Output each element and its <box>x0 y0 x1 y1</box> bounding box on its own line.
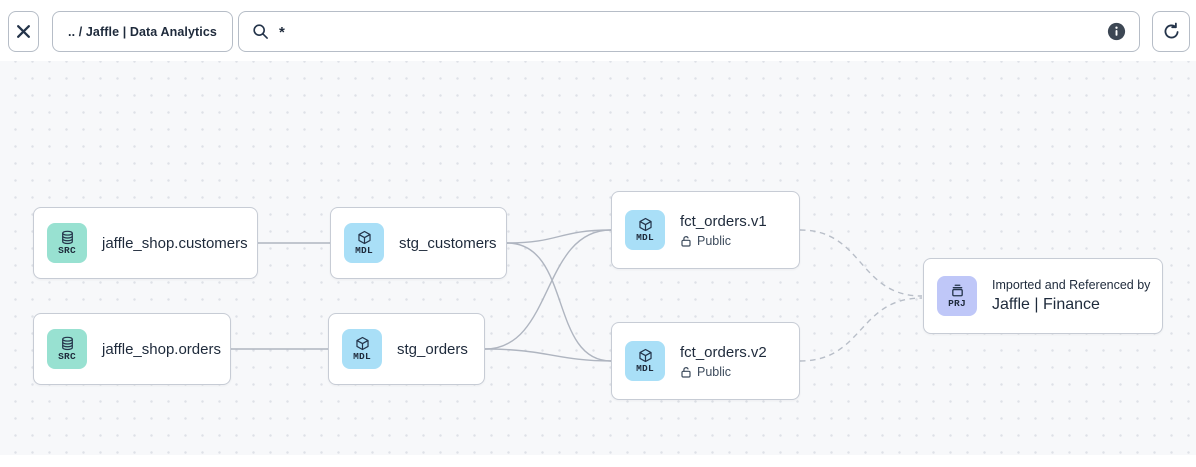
cube-icon <box>638 217 652 232</box>
lineage-canvas[interactable]: SRC jaffle_shop.customers SRC jaffle_sho… <box>0 61 1196 455</box>
badge-label: SRC <box>58 245 76 256</box>
edge-stg-customers-to-fct-v2 <box>506 242 612 362</box>
archive-icon <box>951 284 963 297</box>
badge-label: PRJ <box>948 298 966 309</box>
model-badge: MDL <box>342 329 382 369</box>
lineage-search-bar <box>238 11 1140 52</box>
search-input[interactable] <box>279 22 1097 41</box>
refresh-icon <box>1164 22 1178 39</box>
edge-fct-v2-to-project <box>799 297 923 362</box>
edge-stg-orders-to-fct-v2 <box>484 348 612 362</box>
close-icon <box>17 25 30 38</box>
node-source-jaffle-shop-customers[interactable]: SRC jaffle_shop.customers <box>33 207 258 279</box>
node-title: fct_orders.v2 <box>680 343 767 361</box>
edge-fct-v1-to-project <box>799 229 923 297</box>
node-model-fct-orders-v2[interactable]: MDL fct_orders.v2 Public <box>611 322 800 400</box>
source-badge: SRC <box>47 223 87 263</box>
node-model-stg-orders[interactable]: MDL stg_orders <box>328 313 485 385</box>
breadcrumb-label: .. / Jaffle | Data Analytics <box>68 24 217 39</box>
cube-icon <box>638 348 652 363</box>
node-subtitle: Imported and Referenced by <box>992 278 1151 292</box>
node-title: stg_orders <box>397 340 468 358</box>
badge-label: SRC <box>58 351 76 362</box>
node-title: jaffle_shop.customers <box>102 234 248 252</box>
node-model-stg-customers[interactable]: MDL stg_customers <box>330 207 507 279</box>
model-badge: MDL <box>625 341 665 381</box>
magnifier-icon <box>253 24 268 39</box>
search-info-button[interactable] <box>1107 22 1126 41</box>
access-label: Public <box>697 364 732 379</box>
node-source-jaffle-shop-orders[interactable]: SRC jaffle_shop.orders <box>33 313 231 385</box>
model-badge: MDL <box>625 210 665 250</box>
node-title: jaffle_shop.orders <box>102 340 221 358</box>
badge-label: MDL <box>353 351 371 362</box>
edge-stg-customers-to-fct-v1 <box>506 229 612 244</box>
access-row: Public <box>680 365 767 379</box>
badge-label: MDL <box>636 363 654 374</box>
close-lineage-button[interactable] <box>8 11 39 52</box>
lock-open-icon <box>681 235 691 247</box>
info-icon <box>1107 22 1126 41</box>
lock-open-icon <box>681 366 691 378</box>
breadcrumb[interactable]: .. / Jaffle | Data Analytics <box>52 11 233 52</box>
badge-label: MDL <box>636 232 654 243</box>
node-title: stg_customers <box>399 234 497 252</box>
access-row: Public <box>680 234 767 248</box>
database-icon <box>61 230 73 245</box>
badge-label: MDL <box>355 245 373 256</box>
database-icon <box>61 336 73 351</box>
project-badge: PRJ <box>937 276 977 316</box>
refresh-lineage-button[interactable] <box>1152 11 1190 52</box>
node-project-jaffle-finance[interactable]: PRJ Imported and Referenced by Jaffle | … <box>923 258 1163 334</box>
cube-icon <box>355 336 369 351</box>
node-title: fct_orders.v1 <box>680 212 767 230</box>
source-badge: SRC <box>47 329 87 369</box>
node-title: Jaffle | Finance <box>992 296 1100 313</box>
node-model-fct-orders-v1[interactable]: MDL fct_orders.v1 Public <box>611 191 800 269</box>
access-label: Public <box>697 233 732 248</box>
cube-icon <box>357 230 371 245</box>
model-badge: MDL <box>344 223 384 263</box>
